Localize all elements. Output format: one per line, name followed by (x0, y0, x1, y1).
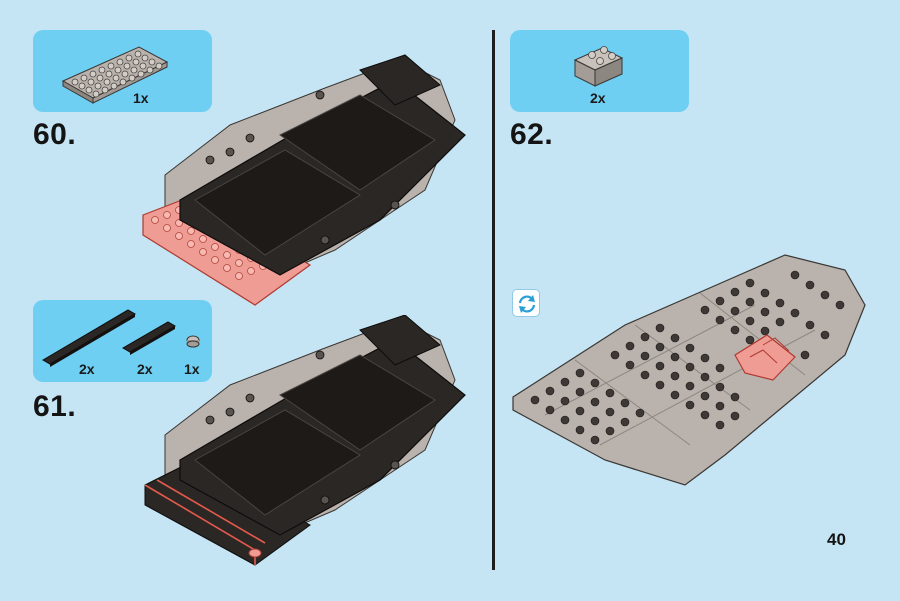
parts-callout-step-60: 1x (33, 30, 212, 112)
page-divider (492, 30, 495, 570)
part-qty: 2x (590, 90, 606, 106)
model-build-step-62 (512, 254, 866, 486)
part-qty: 2x (137, 361, 153, 377)
gray-plate-4x8-icon (61, 46, 169, 104)
step-number: 62. (510, 118, 554, 151)
parts-callout-step-62: 2x (510, 30, 689, 112)
part-qty: 1x (184, 361, 200, 377)
parts-step-61-icons (42, 309, 200, 367)
parts-callout-step-61: 2x 2x 1x (33, 300, 212, 382)
model-build-step-60 (142, 54, 466, 306)
step-number: 61. (33, 390, 77, 423)
page-number: 40 (827, 530, 846, 549)
model-build-step-61 (144, 315, 466, 566)
part-qty: 1x (133, 90, 149, 106)
step-number: 60. (33, 118, 77, 151)
rotate-arrows-icon (512, 289, 540, 317)
part-qty: 2x (79, 361, 95, 377)
gray-slope-2x2-icon (573, 46, 624, 87)
